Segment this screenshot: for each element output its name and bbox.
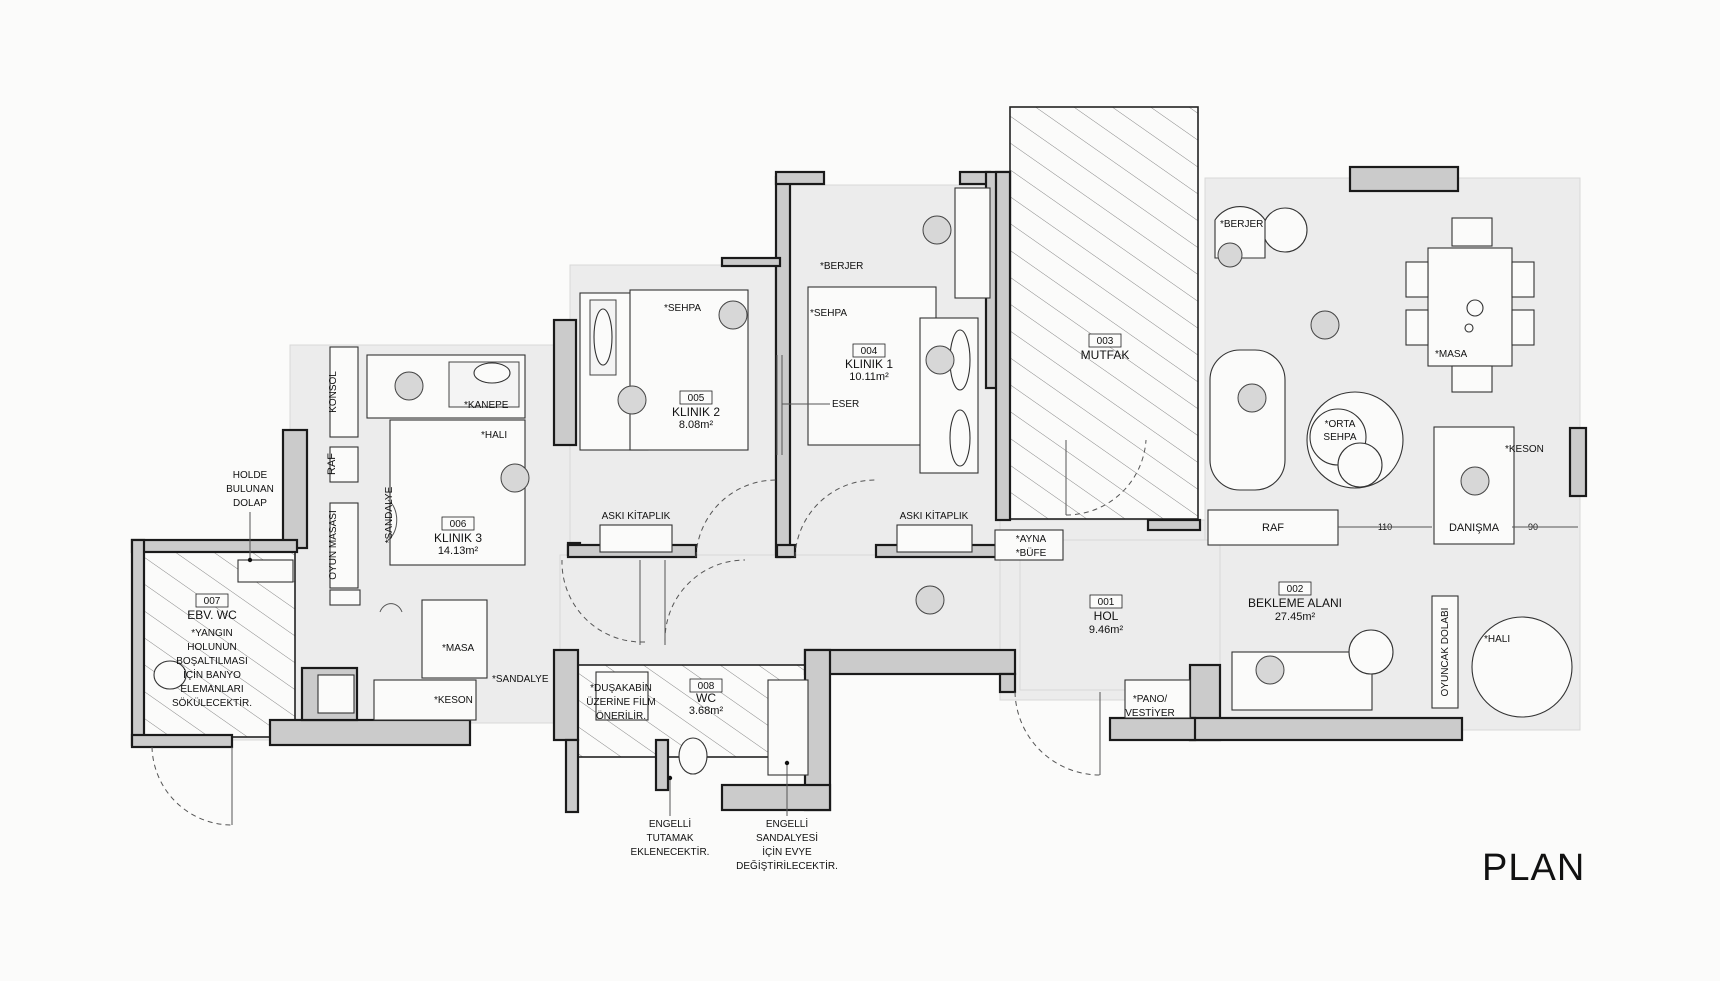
room-tag-001: 001 HOL 9.46m² [1089,594,1124,636]
svg-text:*YANGIN: *YANGIN [191,628,233,639]
svg-text:EBV. WC: EBV. WC [187,608,237,622]
furniture-labels: *BERJER *BERJER *SEHPA *SEHPA *MASA *MAS… [326,219,1578,719]
svg-text:SÖKÜLECEKTİR.: SÖKÜLECEKTİR. [172,696,252,709]
label-berjer-k1: *BERJER [820,261,863,272]
svg-text:WC: WC [696,691,716,705]
svg-text:008: 008 [698,681,715,692]
svg-text:ELEMANLARI: ELEMANLARI [180,684,243,695]
svg-text:3.68m²: 3.68m² [689,705,724,717]
label-kanepe: *KANEPE [464,400,509,411]
label-masa-k3: *MASA [442,643,475,654]
label-aski-kitaplik-1: ASKI KİTAPLIK [602,509,671,522]
label-sehpa-k2: *SEHPA [664,303,701,314]
room-tag-003: 003 MUTFAK [1081,333,1130,362]
label-ayna: *AYNA [1016,534,1047,545]
svg-text:ÜZERİNE FİLM: ÜZERİNE FİLM [586,695,655,708]
plan-title: PLAN [1482,847,1585,889]
label-orta: *ORTA [1325,419,1356,430]
svg-text:DOLAP: DOLAP [233,498,267,509]
label-konsol: KONSOL [328,371,339,413]
svg-text:ÖNERİLİR.: ÖNERİLİR. [596,709,646,722]
svg-text:KLINIK 2: KLINIK 2 [672,405,720,419]
label-pano: *PANO/ [1133,694,1167,705]
svg-text:ENGELLİ: ENGELLİ [766,817,808,830]
svg-text:*DUŞAKABİN: *DUŞAKABİN [590,681,652,694]
svg-text:BULUNAN: BULUNAN [226,484,274,495]
svg-text:14.13m²: 14.13m² [438,545,479,557]
label-hali-right: *HALI [1484,634,1510,645]
annotation-notes: HOLDE BULUNAN DOLAP *YANGIN HOLUNUN BOŞA… [172,470,838,872]
svg-text:İÇİN BANYO: İÇİN BANYO [183,668,241,681]
room-tag-004: 004 KLINIK 1 10.11m² [845,343,893,383]
svg-text:9.46m²: 9.46m² [1089,624,1124,636]
label-oyuncak-dolabi: OYUNCAK DOLABI [1440,608,1451,697]
room-tag-008: 008 WC 3.68m² [689,678,724,717]
svg-text:007: 007 [204,596,221,607]
svg-text:005: 005 [688,393,705,404]
svg-text:HOLDE: HOLDE [233,470,268,481]
doors [151,439,1147,826]
note-evye: ENGELLİ SANDALYESİ İÇİN EVYE DEĞİŞTİRİLE… [736,760,838,872]
label-keson-right: *KESON [1505,444,1544,455]
svg-text:HOL: HOL [1094,609,1119,623]
svg-text:006: 006 [450,519,467,530]
label-sehpa-k1: *SEHPA [810,308,847,319]
svg-text:EKLENECEKTİR.: EKLENECEKTİR. [631,845,710,858]
svg-text:ENGELLİ: ENGELLİ [649,817,691,830]
svg-text:003: 003 [1097,336,1114,347]
room-tags: 001 HOL 9.46m² 002 BEKLEME ALANI 27.45m²… [187,333,1342,717]
svg-text:TUTAMAK: TUTAMAK [646,833,693,844]
note-dusakabin: *DUŞAKABİN ÜZERİNE FİLM ÖNERİLİR. [586,681,655,722]
label-sandalye-rot: *SANDALYE [384,486,395,543]
note-holde-dolap: HOLDE BULUNAN DOLAP [226,470,274,563]
label-berjer-right: *BERJER [1220,219,1263,230]
label-keson-k3: *KESON [434,695,473,706]
label-eser: ESER [832,399,859,410]
svg-text:004: 004 [861,346,878,357]
label-orta-sehpa: SEHPA [1323,432,1356,443]
label-raf-left: RAF [326,453,338,475]
svg-text:HOLUNUN: HOLUNUN [187,642,236,653]
room-tag-007: 007 EBV. WC [187,593,237,622]
label-hali-k3: *HALI [481,430,507,441]
svg-text:001: 001 [1098,597,1115,608]
label-vestiyer: VESTİYER [1125,706,1174,719]
svg-text:8.08m²: 8.08m² [679,419,714,431]
room-tag-002: 002 BEKLEME ALANI 27.45m² [1248,581,1342,623]
room-tag-006: 006 KLINIK 3 14.13m² [434,516,482,557]
svg-text:KLINIK 1: KLINIK 1 [845,357,893,371]
svg-text:MUTFAK: MUTFAK [1081,348,1130,362]
room-tag-005: 005 KLINIK 2 8.08m² [672,390,720,431]
label-oyun-masasi: OYUN MASASI [328,510,339,579]
svg-text:BOŞALTILMASI: BOŞALTILMASI [176,656,248,667]
svg-text:BEKLEME ALANI: BEKLEME ALANI [1248,596,1342,610]
svg-text:27.45m²: 27.45m² [1275,611,1316,623]
label-raf-right: RAF [1262,522,1284,534]
label-bufe: *BÜFE [1016,547,1047,559]
note-tutamak: ENGELLİ TUTAMAK EKLENECEKTİR. [631,775,710,858]
note-yangin-holu: *YANGIN HOLUNUN BOŞALTILMASI İÇİN BANYO … [172,628,252,709]
svg-text:10.11m²: 10.11m² [849,371,889,383]
people [394,215,1490,685]
walls [130,165,1588,814]
label-sandalye: *SANDALYE [492,674,549,685]
svg-text:KLINIK 3: KLINIK 3 [434,531,482,545]
label-masa-right: *MASA [1435,349,1468,360]
svg-text:SANDALYESİ: SANDALYESİ [756,831,818,844]
svg-text:002: 002 [1287,584,1304,595]
svg-text:DEĞİŞTİRİLECEKTİR.: DEĞİŞTİRİLECEKTİR. [736,859,838,872]
svg-text:İÇİN EVYE: İÇİN EVYE [762,845,812,858]
label-danisma: DANIŞMA [1449,522,1500,534]
label-aski-kitaplik-2: ASKI KİTAPLIK [900,509,969,522]
